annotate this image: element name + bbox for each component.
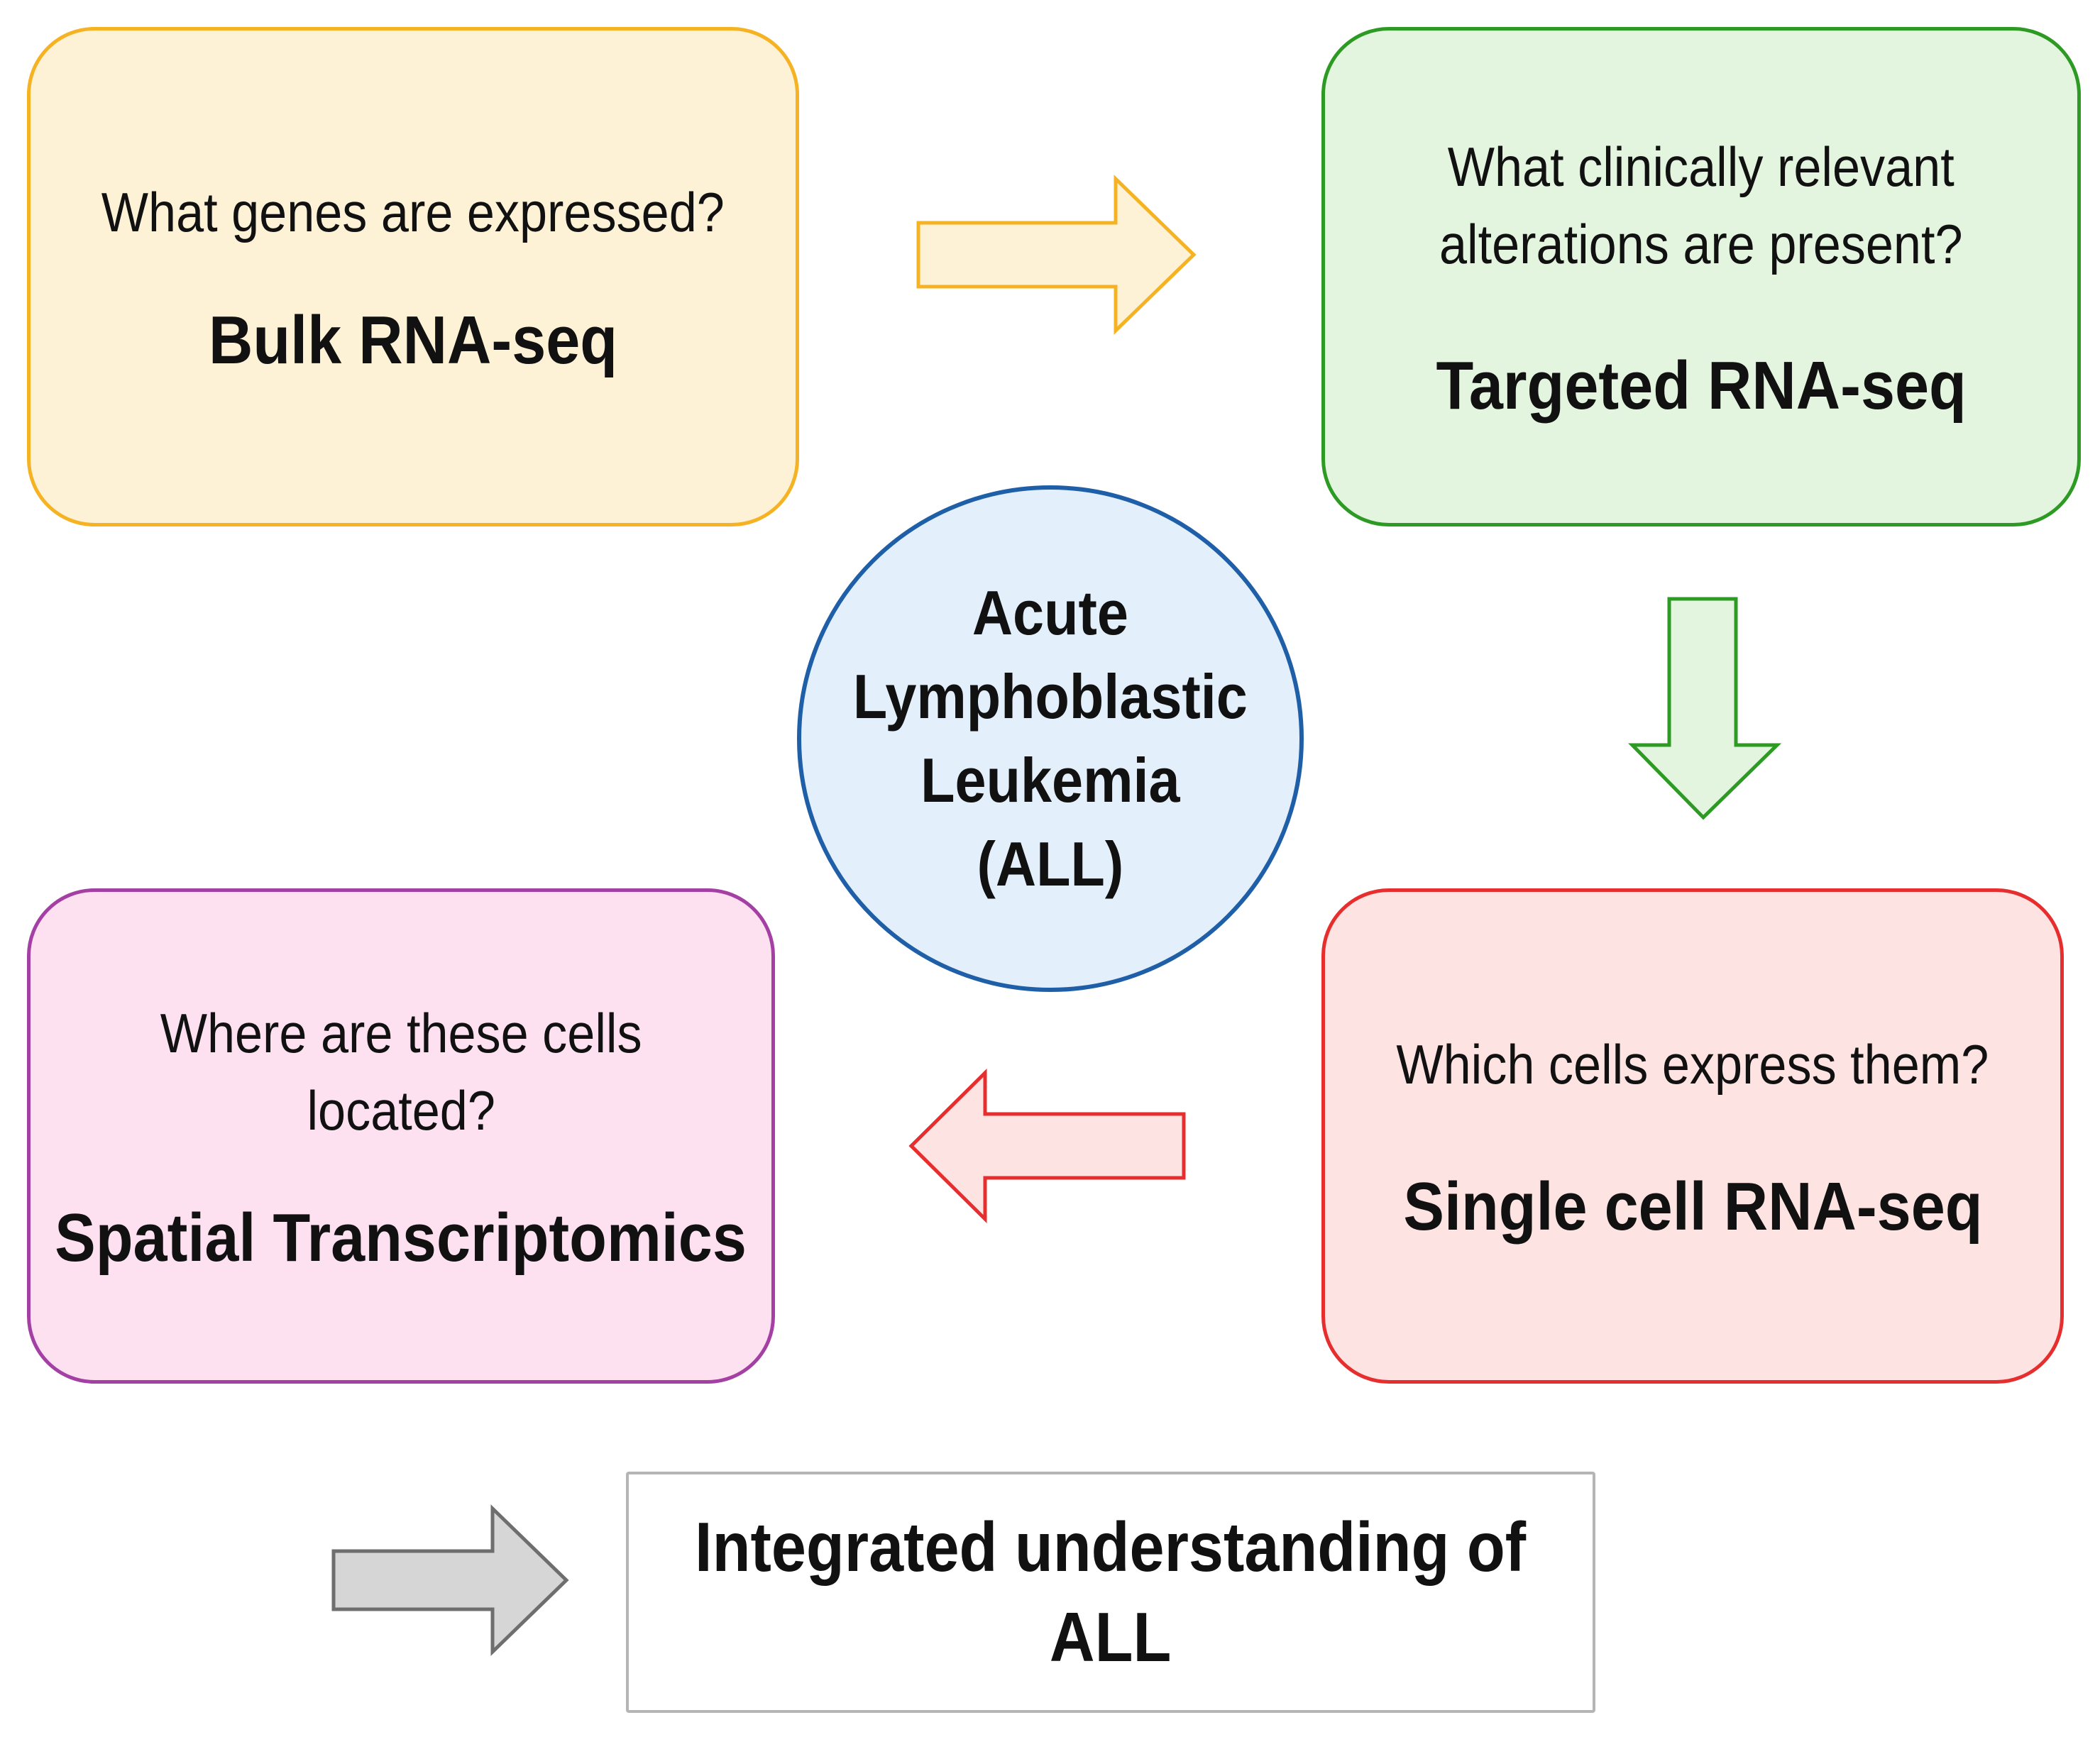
single-cell-rna-seq-box: Which cells express them? Single cell RN… (1321, 888, 2064, 1384)
center-line3: Leukemia (920, 745, 1180, 815)
spatial-question-line1: Where are these cells (160, 1001, 642, 1064)
targeted-question-line1: What clinically relevant (1448, 135, 1955, 198)
targeted-rna-seq-box: What clinically relevant alterations are… (1321, 27, 2081, 526)
arrow-right-gray-shape (331, 1504, 569, 1656)
targeted-question-line2: alterations are present? (1439, 213, 1963, 275)
arrow-left-shape (908, 1069, 1186, 1223)
single-method-label: Single cell RNA-seq (1402, 1168, 1983, 1245)
center-line2: Lymphoblastic (853, 661, 1248, 732)
arrow-targeted-to-single (1628, 597, 1782, 820)
center-line1: Acute (972, 578, 1129, 649)
integrated-understanding-box: Integrated understanding of ALL (626, 1472, 1595, 1713)
bulk-question: What genes are expressed? (101, 181, 725, 244)
integrated-label: Integrated understanding of ALL (695, 1502, 1526, 1683)
single-question: Which cells express them? (1396, 1033, 1989, 1096)
arrow-to-integrated (331, 1504, 569, 1656)
arrow-bulk-to-targeted (916, 175, 1197, 335)
arrow-down-shape (1628, 597, 1782, 820)
integrated-line2: ALL (1050, 1598, 1172, 1676)
center-circle-all: Acute Lymphoblastic Leukemia (ALL) (797, 485, 1304, 992)
bulk-method-label: Bulk RNA-seq (208, 302, 618, 378)
center-line4: (ALL) (977, 828, 1124, 899)
integrated-line1: Integrated understanding of (695, 1507, 1527, 1586)
arrow-right-shape (916, 175, 1197, 335)
bulk-rna-seq-box: What genes are expressed? Bulk RNA-seq (27, 27, 799, 526)
spatial-question-line2: located? (307, 1079, 495, 1142)
arrow-single-to-spatial (908, 1069, 1186, 1223)
spatial-transcriptomics-box: Where are these cells located? Spatial T… (27, 888, 775, 1384)
targeted-method-label: Targeted RNA-seq (1436, 348, 1967, 424)
targeted-question: What clinically relevant alterations are… (1439, 128, 1963, 283)
spatial-method-label: Spatial Transcriptomics (55, 1200, 747, 1276)
spatial-question: Where are these cells located? (160, 995, 642, 1149)
center-label: Acute Lymphoblastic Leukemia (ALL) (853, 571, 1248, 906)
